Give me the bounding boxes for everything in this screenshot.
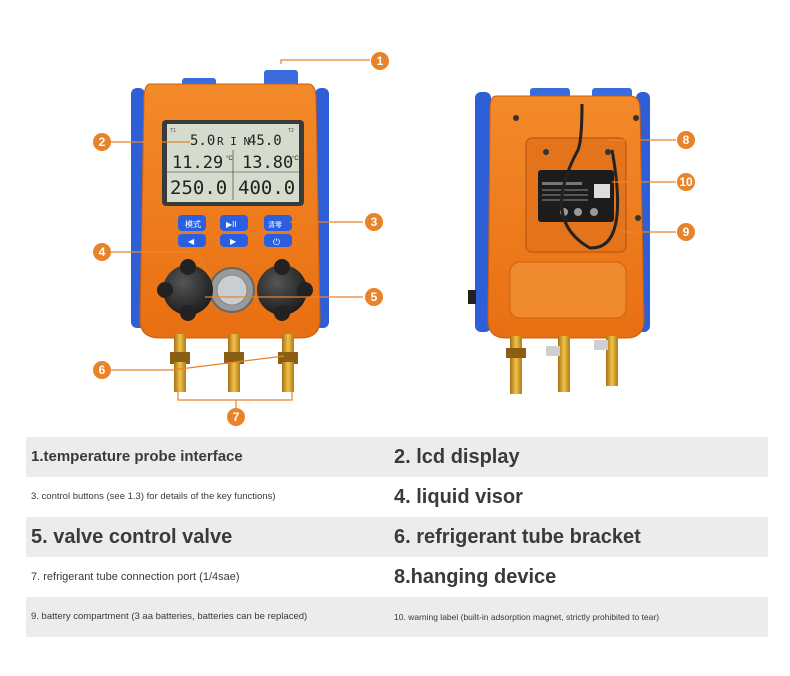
lcd-row1-left: 5.0	[190, 133, 215, 149]
front-callout-lines	[110, 59, 370, 408]
lcd-row3-left: 250.0	[170, 177, 227, 199]
legend-item-3: 3. control buttons (see 1.3) for details…	[31, 491, 276, 502]
marker-1: 1	[371, 52, 389, 70]
lcd-row3-right: 400.0	[238, 177, 295, 199]
lcd-row2-left: 11.29	[172, 153, 223, 173]
product-illustration: T1 T2 5.0 R I N 45.0 11.29 °C 13.80 °C 2…	[93, 52, 695, 426]
legend-row: 9. battery compartment (3 aa batteries, …	[26, 597, 768, 637]
back-callout-lines	[608, 139, 676, 233]
play-pause-label: ▶II	[226, 220, 237, 229]
marker-9: 9	[677, 223, 695, 241]
gauge-drawing: T1 T2 5.0 R I N 45.0 11.29 °C 13.80 °C 2…	[110, 59, 676, 408]
legend-item-9: 9. battery compartment (3 aa batteries, …	[31, 611, 308, 622]
back-device	[468, 88, 650, 394]
legend-item-2: 2. lcd display	[394, 446, 520, 468]
marker-7: 7	[227, 408, 245, 426]
legend-item-7: 7. refrigerant tube connection port (1/4…	[31, 571, 240, 583]
left-button[interactable]	[178, 234, 206, 247]
marker-8: 8	[677, 131, 695, 149]
lcd-row2-right: 13.80	[242, 153, 293, 173]
front-device: T1 T2 5.0 R I N 45.0 11.29 °C 13.80 °C 2…	[131, 70, 329, 392]
play-pause-button[interactable]	[220, 215, 248, 231]
left-arrow-icon: ◀	[188, 237, 195, 246]
mode-button[interactable]	[178, 215, 206, 231]
hanging-device	[560, 103, 620, 250]
refrigerant-ports-front	[170, 334, 298, 392]
legend-item-4: 4. liquid visor	[394, 486, 523, 508]
legend-item-5: 5. valve control valve	[31, 526, 233, 548]
legend-row: 3. control buttons (see 1.3) for details…	[26, 477, 768, 517]
legend-item-6: 6. refrigerant tube bracket	[394, 526, 641, 548]
lcd-t1-label: T1	[170, 128, 176, 134]
refrigerant-ports-back	[506, 336, 618, 394]
lcd-t2-label: T2	[288, 128, 294, 134]
right-arrow-icon: ▶	[230, 237, 237, 246]
clear-button[interactable]	[264, 215, 292, 231]
legend-item-1: 1.temperature probe interface	[31, 448, 243, 465]
left-valve-knob[interactable]	[157, 259, 213, 321]
right-button[interactable]	[220, 234, 248, 247]
legend-item-8: 8.hanging device	[394, 566, 557, 588]
power-icon: ⏻	[273, 237, 280, 247]
marker-6: 6	[93, 361, 111, 379]
marker-10: 10	[677, 173, 695, 191]
legend-row: 1.temperature probe interface 2. lcd dis…	[26, 437, 768, 477]
legend-row: 5. valve control valve 6. refrigerant tu…	[26, 517, 768, 557]
marker-2: 2	[93, 133, 111, 151]
lcd-row1-mid: R I N	[217, 135, 250, 148]
marker-5: 5	[365, 288, 383, 306]
parts-legend: 1.temperature probe interface 2. lcd dis…	[26, 437, 768, 637]
lcd-unit-right: °C	[292, 156, 299, 162]
legend-row: 7. refrigerant tube connection port (1/4…	[26, 557, 768, 597]
marker-4: 4	[93, 243, 111, 261]
lcd-unit-left: °C	[226, 156, 233, 162]
legend-item-10: 10. warning label (built-in adsorption m…	[394, 612, 660, 622]
mode-button-label: 模式	[185, 219, 201, 229]
power-button[interactable]	[264, 234, 292, 247]
right-valve-knob[interactable]	[257, 259, 313, 321]
clear-button-label: 清零	[268, 220, 282, 229]
lcd-row1-right: 45.0	[248, 133, 282, 149]
marker-3: 3	[365, 213, 383, 231]
